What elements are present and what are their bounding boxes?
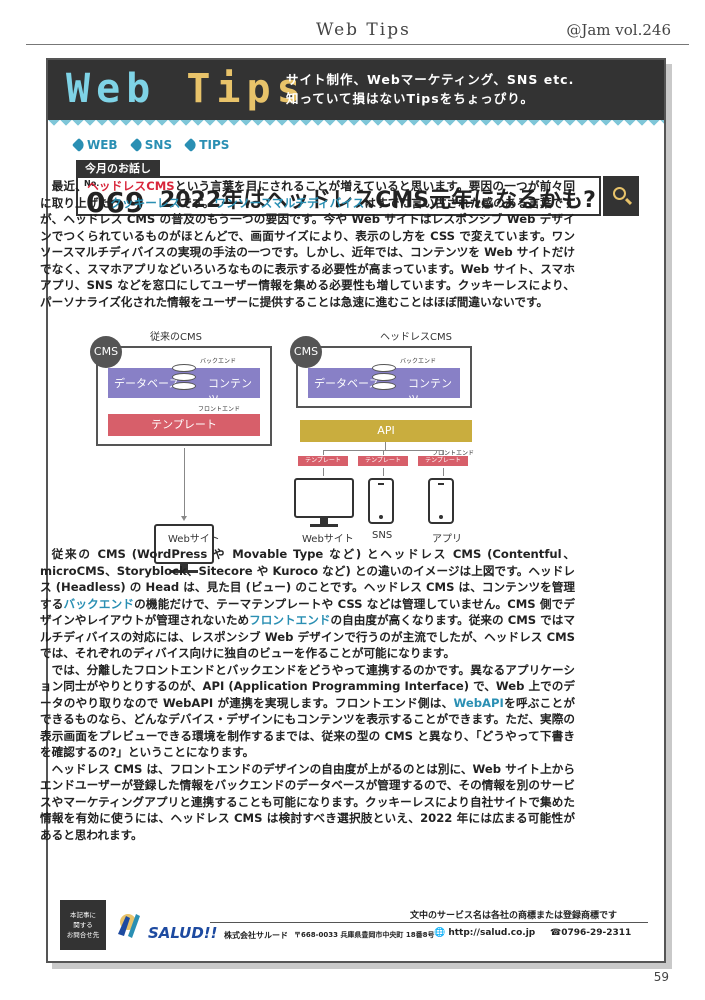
database-label: データベース bbox=[114, 377, 180, 390]
main-paragraphs: 従来の CMS (WordPress や Movable Type など) とヘ… bbox=[40, 547, 575, 842]
arrow-line bbox=[383, 450, 384, 455]
article-title-box: 今月のお話し No. 069 2022年はヘッドレスCMS元年になるかも? bbox=[76, 160, 639, 219]
zigzag-divider bbox=[48, 120, 664, 132]
arrow-line bbox=[383, 468, 384, 476]
arrow-line bbox=[323, 450, 324, 455]
arrow-line bbox=[385, 442, 386, 450]
tag-label: WEB bbox=[87, 138, 118, 152]
database-icon-headless bbox=[372, 364, 396, 390]
backend-label-headless: バックエンド bbox=[400, 358, 437, 365]
intro-paragraph: 最近、ヘッドレスCMSという言葉を目にされることが増えていると思います。要因の一… bbox=[40, 179, 575, 309]
template-sns: テンプレート bbox=[358, 456, 408, 466]
template-band: テンプレート bbox=[108, 414, 260, 436]
label-app: アプリ bbox=[432, 534, 462, 545]
search-icon bbox=[613, 187, 626, 200]
logo-web: Web bbox=[66, 66, 187, 112]
label-sns: SNS bbox=[372, 530, 393, 541]
number-prefix: No. bbox=[84, 179, 100, 188]
tag-web[interactable]: WEB bbox=[71, 137, 118, 153]
tag-icon bbox=[129, 137, 144, 153]
contents-label: コンテンツ bbox=[208, 377, 252, 406]
tag-tips[interactable]: TIPS bbox=[184, 137, 230, 153]
template-web: テンプレート bbox=[298, 456, 348, 466]
web-tips-banner: Web Tips サイト制作、Webマーケティング、SNS etc. 知っていて… bbox=[48, 60, 664, 120]
search-icon-handle bbox=[624, 197, 633, 206]
running-title: Web Tips bbox=[316, 20, 411, 40]
keyword-headless-cms: ヘッドレスCMS bbox=[87, 179, 175, 193]
cms-badge: CMS bbox=[90, 336, 122, 368]
web-tips-logo: Web Tips bbox=[66, 66, 307, 112]
tagline-line-2: 知っていて損はないTipsをちょっぴり。 bbox=[286, 91, 534, 106]
label-traditional-cms: 従来のCMS bbox=[150, 332, 202, 343]
cms-comparison-diagram: 従来のCMS ヘッドレスCMS CMS バックエンド データベース コンテンツ … bbox=[90, 328, 530, 573]
keyword-backend: バックエンド bbox=[63, 596, 135, 611]
arrow-line bbox=[323, 468, 324, 476]
database-label-headless: データベース bbox=[314, 377, 380, 390]
header-divider bbox=[26, 44, 689, 45]
tag-label: TIPS bbox=[199, 138, 230, 152]
closing-paragraph: ヘッドレス CMS は、フロントエンドのデザインの自由度が上がるのとは別に、We… bbox=[40, 761, 575, 842]
tag-icon bbox=[184, 137, 199, 153]
smartphone-icon bbox=[428, 478, 454, 524]
monthly-topic-tab: 今月のお話し bbox=[76, 160, 160, 178]
banner-tagline: サイト制作、Webマーケティング、SNS etc. 知っていて損はないTipsを… bbox=[286, 70, 574, 108]
smartphone-icon bbox=[368, 478, 394, 524]
label-website-traditional: Webサイト bbox=[168, 534, 220, 545]
database-icon bbox=[172, 364, 196, 390]
keyword-cookieless: クッキーレス bbox=[110, 195, 181, 210]
template-app: テンプレート bbox=[418, 456, 468, 466]
article-headline: 2022年はヘッドレスCMS元年になるかも? bbox=[160, 188, 596, 213]
tagline-line-1: サイト制作、Webマーケティング、SNS etc. bbox=[286, 72, 575, 87]
keyword-frontend: フロントエンド bbox=[249, 613, 331, 627]
frontend-label: フロントエンド bbox=[198, 406, 241, 413]
backend-label: バックエンド bbox=[200, 358, 237, 365]
contents-label-headless: コンテンツ bbox=[408, 377, 452, 406]
article-number: 069 bbox=[86, 186, 145, 219]
label-headless-cms: ヘッドレスCMS bbox=[380, 332, 452, 343]
frontend-label-headless: フロントエンド bbox=[432, 450, 475, 457]
page-header: Web Tips @Jam vol.246 bbox=[0, 16, 705, 46]
tag-list: WEB SNS TIPS bbox=[71, 137, 239, 153]
cms-badge-headless: CMS bbox=[290, 336, 322, 368]
arrow-line bbox=[443, 468, 444, 476]
arrow-line bbox=[184, 448, 185, 518]
tag-label: SNS bbox=[144, 138, 173, 152]
article-frame: Web Tips サイト制作、Webマーケティング、SNS etc. 知っていて… bbox=[46, 58, 666, 963]
issue-label: @Jam vol.246 bbox=[566, 21, 671, 39]
arrow-head bbox=[181, 516, 187, 521]
search-button[interactable] bbox=[603, 176, 639, 216]
arrow-line bbox=[443, 450, 444, 455]
tag-sns[interactable]: SNS bbox=[129, 137, 173, 153]
keyword-webapi: WebAPI bbox=[453, 695, 504, 710]
keyword-one-source: ワンソースマルチディバイス bbox=[214, 195, 365, 210]
label-website-headless: Webサイト bbox=[302, 534, 354, 545]
logo-tips: Tips bbox=[186, 66, 307, 112]
page-number: 59 bbox=[653, 970, 669, 984]
api-band: API bbox=[300, 420, 472, 442]
tag-icon bbox=[71, 137, 87, 153]
title-panel: No. 069 2022年はヘッドレスCMS元年になるかも? bbox=[76, 176, 601, 219]
